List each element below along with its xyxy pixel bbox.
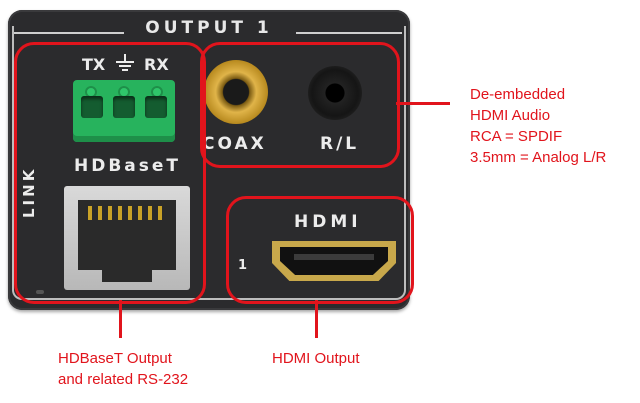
rx-label: RX — [144, 55, 169, 74]
rs232-terminal-block[interactable] — [73, 80, 175, 142]
audio-highlight — [200, 42, 400, 168]
hdbaset-callout-line — [119, 300, 122, 338]
coax-rca-jack[interactable] — [204, 60, 268, 124]
terminal-screw — [118, 86, 130, 98]
hdbaset-label: HDBaseT — [74, 156, 182, 176]
hdmi-port-number: 1 — [238, 258, 248, 273]
hdmi-label: HDMI — [294, 212, 362, 232]
hdmi-port-tongue — [294, 254, 374, 260]
rj45-latch-notch — [102, 270, 152, 282]
rj45-pins — [88, 206, 166, 220]
panel-title: OUTPUT 1 — [145, 18, 273, 38]
title-rule-right — [296, 32, 402, 34]
analog-3-5mm-jack[interactable] — [308, 66, 362, 120]
hdbaset-callout-line-1: HDBaseT Output — [58, 350, 172, 367]
terminal-screw — [85, 86, 97, 98]
terminal-slot — [145, 96, 167, 118]
hdmi-callout-line — [315, 300, 318, 338]
hdmi-highlight — [226, 196, 414, 304]
audio-callout-line-2: HDMI Audio — [470, 107, 551, 124]
rl-label: R/L — [320, 134, 360, 154]
hdmi-callout: HDMI Output — [272, 348, 360, 369]
audio-callout-line-3: RCA = SPDIF — [470, 128, 563, 145]
terminal-slot — [113, 96, 135, 118]
audio-callout: De-embedded HDMI Audio RCA = SPDIF 3.5mm… — [470, 84, 606, 168]
link-led — [36, 290, 44, 294]
hdbaset-callout: HDBaseT Output and related RS-232 — [58, 348, 188, 390]
audio-callout-line-4: 3.5mm = Analog L/R — [470, 149, 607, 166]
panel-silkscreen-outline — [12, 26, 406, 300]
title-rule-left — [14, 32, 124, 34]
audio-callout-line-1: De-embedded — [470, 86, 566, 103]
hdbaset-callout-line-2: and related RS-232 — [58, 371, 189, 388]
terminal-slot — [81, 96, 103, 118]
hdmi-callout-line-1: HDMI Output — [272, 350, 360, 367]
hdbaset-rj45-port[interactable] — [64, 186, 190, 290]
terminal-screw — [151, 86, 163, 98]
hdmi-port-opening — [280, 247, 388, 275]
tx-label: TX — [82, 55, 106, 74]
audio-callout-line — [396, 102, 450, 105]
ground-icon — [116, 54, 134, 71]
hdbaset-highlight — [14, 42, 206, 304]
